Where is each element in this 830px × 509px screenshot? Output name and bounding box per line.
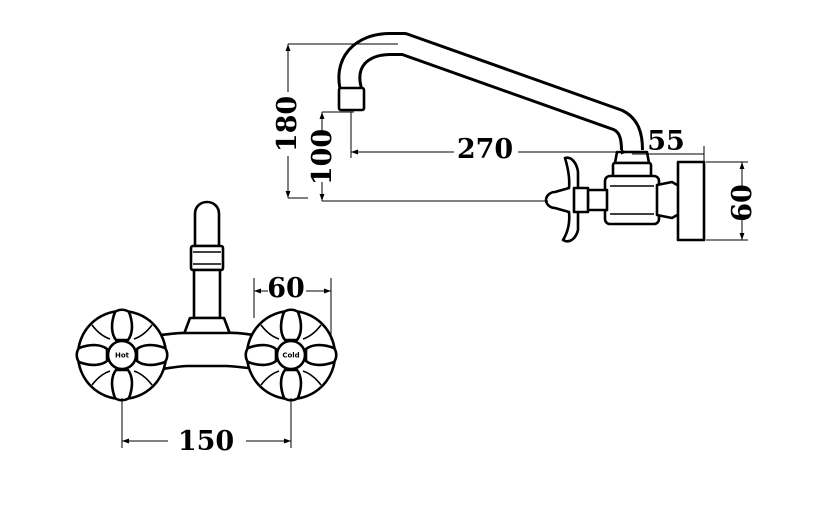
cold-handle-label: Cold xyxy=(282,352,299,360)
dim-label-spout-reach: 270 xyxy=(457,134,513,165)
dim-label-centers: 150 xyxy=(178,426,234,457)
dim-label-outlet-height: 100 xyxy=(307,129,338,185)
valve-body xyxy=(603,174,661,226)
dim-label-wall-offset: 55 xyxy=(647,126,685,157)
hex-nut xyxy=(655,180,681,220)
wall-flange xyxy=(676,160,706,242)
dim-label-handle-width: 60 xyxy=(267,273,305,304)
hot-handle-label: Hot xyxy=(115,352,130,360)
dim-label-spout-height: 180 xyxy=(272,96,303,152)
dim-label-flange-height: 60 xyxy=(727,184,758,222)
aerator xyxy=(337,86,366,112)
front-view: Hot Cold 60 150 xyxy=(75,200,338,457)
cold-handle: Cold xyxy=(244,308,338,402)
side-view: 180 100 270 55 60 xyxy=(272,32,758,243)
hot-handle: Hot xyxy=(75,308,169,402)
front-spout xyxy=(193,200,221,248)
